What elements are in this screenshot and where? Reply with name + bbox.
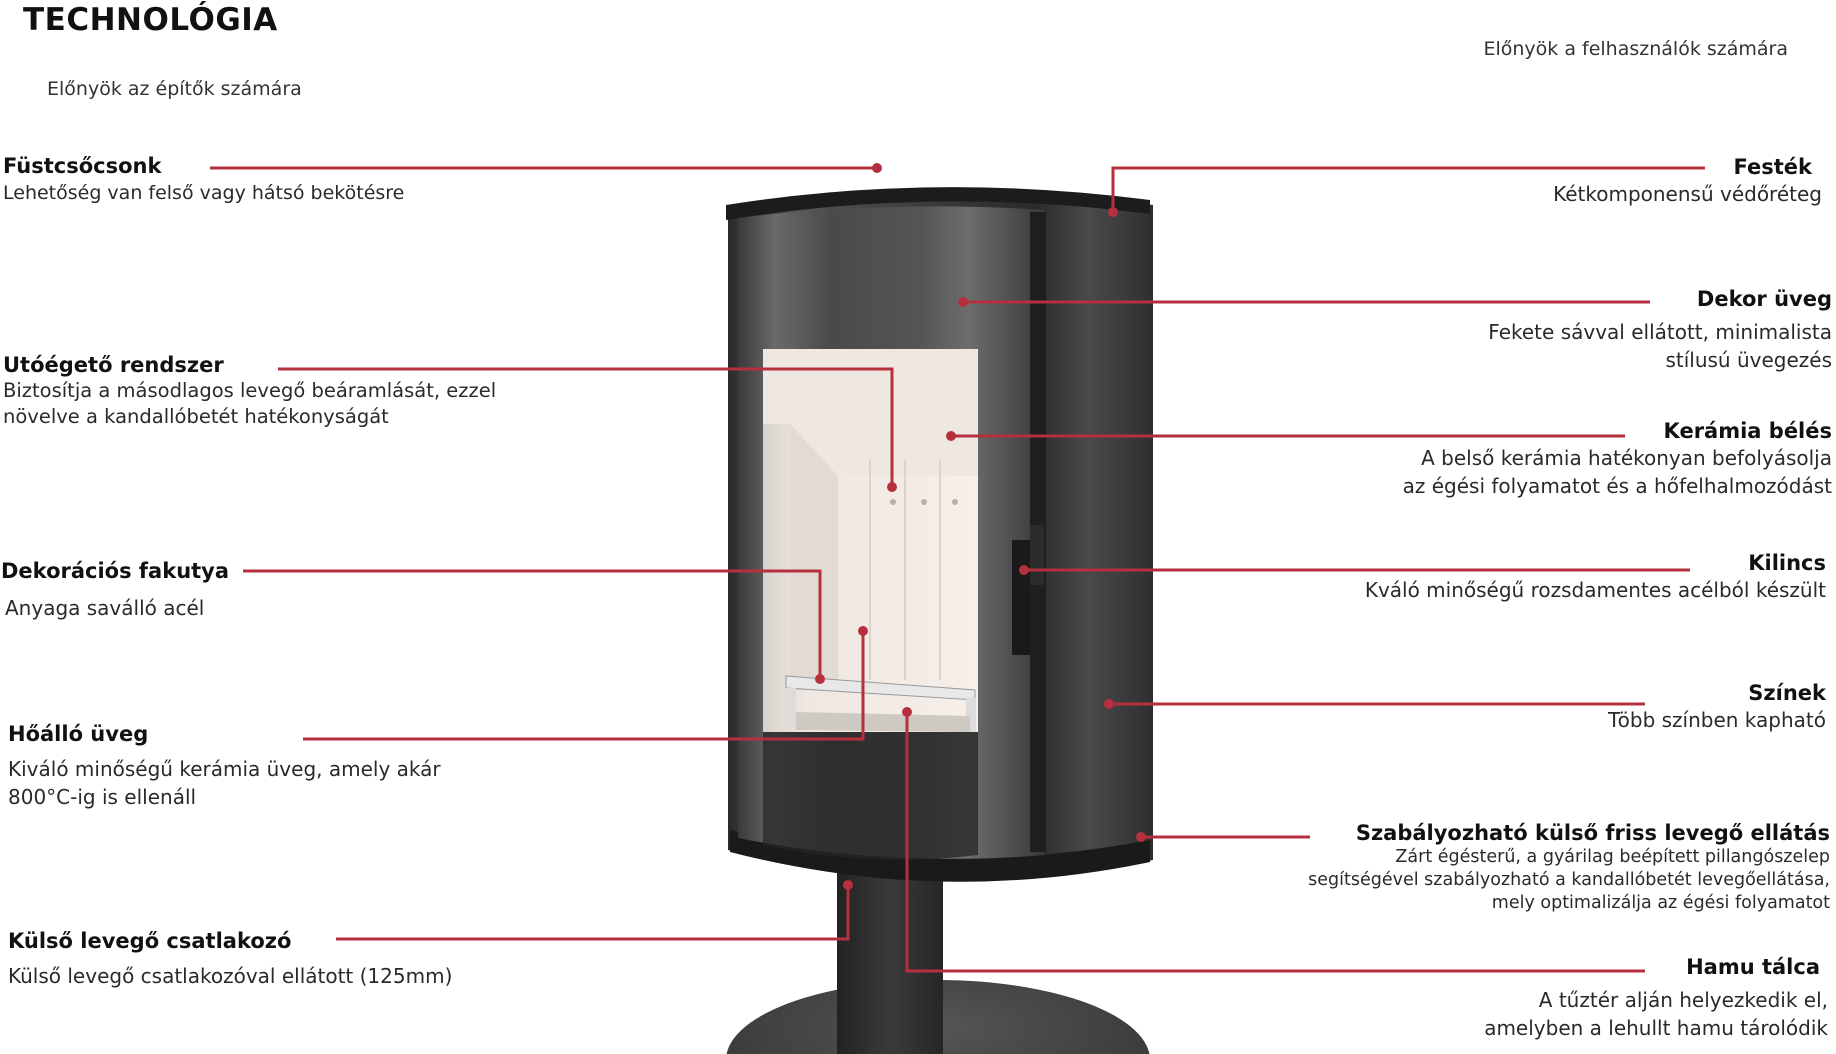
users-subtitle: Előnyök a felhasználók számára	[1483, 38, 1788, 60]
feature-ash-tray: Hamu tálca A tűztér alján helyezkedik el…	[1484, 954, 1828, 1042]
feature-desc: Anyaga saválló acél	[5, 596, 205, 620]
feature-desc: Több színben kapható	[1608, 708, 1826, 732]
feature-desc: Fekete sávval ellátott, minimalista stíl…	[1488, 320, 1832, 372]
feature-decorative-firedog: Dekorációs fakutya Anyaga saválló acél	[1, 558, 229, 622]
feature-title: Szabályozható külső friss levegő ellátás	[1355, 821, 1830, 845]
builders-subtitle: Előnyök az építők számára	[47, 78, 302, 100]
feature-title: Kerámia bélés	[1663, 419, 1832, 443]
feature-decor-glass: Dekor üveg Fekete sávval ellátott, minim…	[1488, 286, 1832, 374]
feature-flue-outlet: Füstcsőcsonk Lehetőség van felső vagy há…	[3, 153, 404, 207]
feature-external-air-connector: Külső levegő csatlakozó Külső levegő csa…	[8, 928, 452, 990]
feature-desc: A belső kerámia hatékonyan befolyásolja …	[1402, 446, 1832, 498]
feature-desc: Kváló minőségű rozsdamentes acélból kész…	[1364, 578, 1826, 602]
feature-paint: Festék Kétkomponensű védőréteg	[1553, 154, 1822, 208]
feature-desc: Külső levegő csatlakozóval ellátott (125…	[8, 964, 453, 988]
feature-ceramic-lining: Kerámia bélés A belső kerámia hatékonyan…	[1403, 418, 1832, 500]
page-title: TECHNOLÓGIA	[23, 2, 278, 38]
feature-afterburner-system: Utóégető rendszer Biztosítja a másodlago…	[3, 352, 496, 430]
feature-desc: Kiváló minőségű kerámia üveg, amely akár…	[8, 757, 441, 809]
feature-handle: Kilincs Kváló minőségű rozsdamentes acél…	[1365, 550, 1826, 604]
feature-adjustable-fresh-air: Szabályozható külső friss levegő ellátás…	[1308, 820, 1830, 915]
feature-title: Színek	[1748, 681, 1826, 705]
feature-desc: Lehetőség van felső vagy hátsó bekötésre	[3, 182, 405, 204]
feature-title: Kilincs	[1748, 551, 1826, 575]
feature-title: Külső levegő csatlakozó	[8, 929, 292, 953]
feature-desc: Biztosítja a másodlagos levegő beáramlás…	[3, 379, 497, 428]
feature-title: Festék	[1733, 155, 1812, 179]
feature-colors: Színek Több színben kapható	[1608, 680, 1826, 734]
feature-desc: Kétkomponensű védőréteg	[1553, 182, 1822, 206]
feature-title: Dekorációs fakutya	[1, 559, 230, 583]
feature-heat-resistant-glass: Hőálló üveg Kiváló minőségű kerámia üveg…	[8, 721, 441, 811]
feature-desc: Zárt égésterű, a gyárilag beépített pill…	[1308, 847, 1830, 913]
feature-title: Utóégető rendszer	[3, 353, 224, 377]
feature-title: Hamu tálca	[1686, 955, 1820, 979]
feature-title: Hőálló üveg	[8, 722, 149, 746]
feature-desc: A tűztér alján helyezkedik el, amelyben …	[1484, 988, 1828, 1040]
feature-title: Füstcsőcsonk	[3, 154, 162, 178]
feature-title: Dekor üveg	[1696, 287, 1832, 311]
